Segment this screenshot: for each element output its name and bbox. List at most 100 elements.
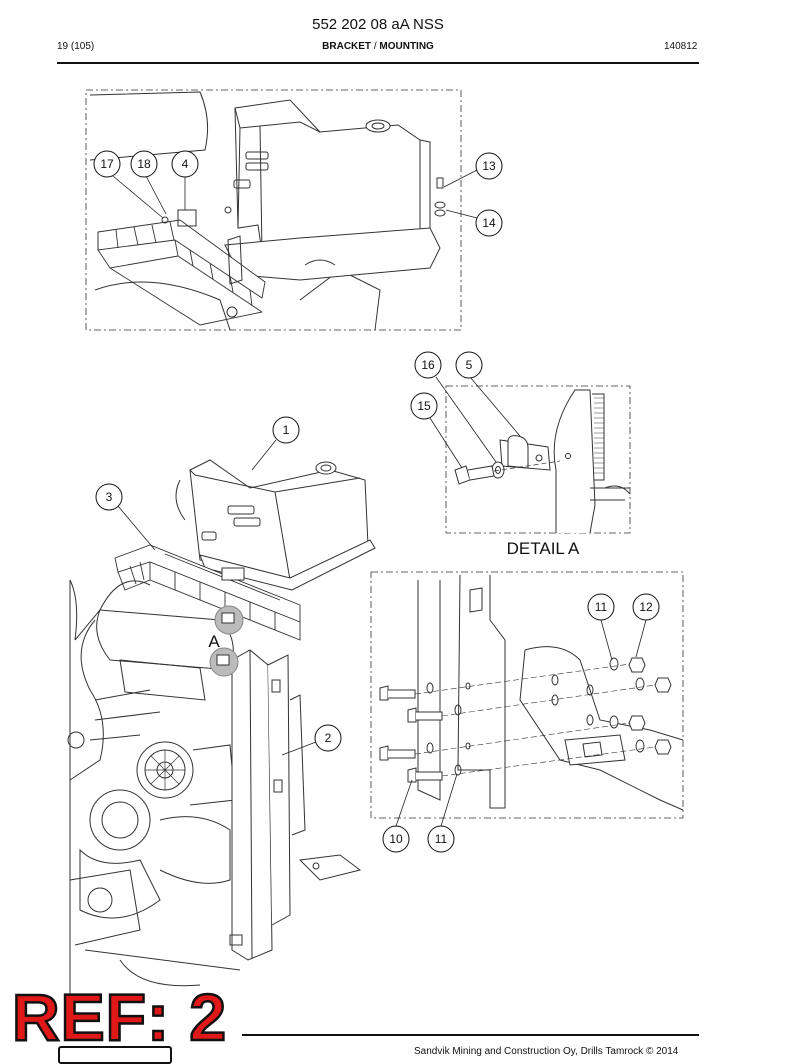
top-machine-outline [89,91,209,161]
bolt-detail-plate [417,580,441,801]
main-tank-fitting [227,505,255,515]
detail-a-bolt-shank [467,465,495,481]
callout-14: 14 [482,216,496,230]
callout-13: 13 [482,159,496,173]
callout-bubble-10 [382,825,410,853]
bolt-detail-bracket [519,646,684,811]
callout-1: 1 [283,423,290,437]
top-vertical-bracket [227,235,243,285]
bolt-detail-bolts [379,685,443,783]
bracket-bolt [229,934,243,946]
top-cable-tray [97,219,266,326]
main-tank [175,459,369,581]
alternator [136,741,236,806]
main-tank-fitting [201,531,217,541]
engine-details [89,689,161,741]
top-lower-bolt [226,306,238,318]
bolt-detail-view [370,571,684,827]
engine-hose [69,619,104,781]
top-tank-fitting [233,179,251,189]
bracket-bolt [273,779,283,793]
bolt-detail-holes [426,674,594,776]
section-title: BRACKET / MOUNTING [0,41,756,52]
callout-bubble-18 [130,150,158,178]
vertical-bracket [231,649,306,961]
top-clamp-bracket [177,209,197,227]
main-tank-cap [315,461,337,475]
lower-plate [298,854,362,881]
callout-bubble-5 [455,351,483,379]
callout-bubble-17 [93,150,121,178]
callout-bubble-3 [95,483,123,511]
callout-3: 3 [106,490,113,504]
callout-17: 17 [100,157,114,171]
ref-stamp: REF: 2 [11,980,228,1054]
callout-4: 4 [182,157,189,171]
detail-a-frame [445,385,631,534]
main-tray-clamp [221,567,245,581]
top-view-frame [85,89,462,331]
bracket-bolt [271,679,281,693]
header-rule [57,62,699,64]
top-tank-fitting [245,151,269,160]
document-date: 140812 [664,41,698,52]
detail-a-serration [594,397,604,474]
callout-12: 12 [639,600,653,614]
callout-18: 18 [137,157,151,171]
engine-lower-frame [84,949,241,987]
bolt-detail-nuts [609,657,672,755]
top-tank [233,99,431,253]
detail-a-view [429,376,631,534]
bolt-detail-frame [370,571,684,819]
document-number: 552 202 08 aA NSS [312,16,444,33]
callout-bubble-4 [171,150,199,178]
top-tank-cap [365,119,391,133]
main-view [67,439,376,1000]
top-base-plate [224,227,441,281]
bolt-detail-plate [457,574,506,809]
detail-a-marker-label: A [208,632,220,651]
top-tank-fitting [245,162,269,171]
detail-a-bolt-head [454,465,471,485]
callout-15: 15 [417,399,431,413]
company-logo [58,1046,172,1064]
engine-fitting [67,731,85,749]
top-bolt [224,206,232,214]
detail-a-caption: DETAIL A [507,539,580,558]
detail-a-side-member [553,389,596,534]
section-sub: MOUNTING [379,41,434,52]
top-bolt-13 [436,177,444,189]
callout-5: 5 [466,358,473,372]
main-cable-tray [114,544,301,641]
callout-bubble-14 [475,209,503,237]
callout-bubble-1 [272,416,300,444]
pump-assembly [69,789,161,946]
top-washer-14 [434,201,446,209]
top-base-slot [304,259,336,266]
top-view [85,89,478,331]
footer-rule [242,1034,699,1036]
callout-bubble-13 [475,152,503,180]
top-bolt [161,216,169,224]
engine-housing [159,816,231,884]
callout-11-lower: 11 [435,832,448,846]
callout-bubble-16 [414,351,442,379]
detail-a-flange [590,485,631,501]
section-separator: / [373,41,377,52]
callout-bubble-11b [427,825,455,853]
callout-bubble-15 [410,392,438,420]
callout-bubble-12 [632,593,660,621]
callout-2: 2 [325,731,332,745]
callout-10: 10 [389,832,403,846]
callout-bubble-2 [314,724,342,752]
footer-copyright: Sandvik Mining and Construction Oy, Dril… [414,1046,679,1057]
callout-bubble-11a [587,593,615,621]
detail-a-serrated-rail [592,393,605,481]
callout-16: 16 [421,358,435,372]
page-number: 19 (105) [57,41,95,52]
section-main: BRACKET [322,41,372,52]
top-machine-lower [94,269,381,331]
main-tank-fitting [233,517,261,527]
callout-11-upper: 11 [595,600,608,614]
